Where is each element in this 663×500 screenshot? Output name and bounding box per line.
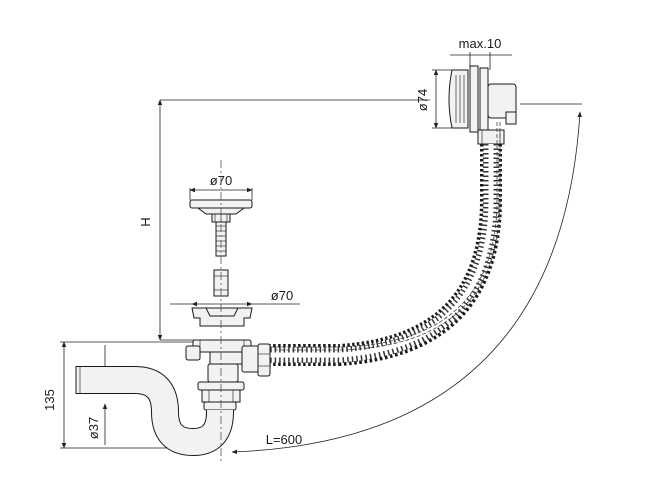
overflow-head: max.10 ø74	[415, 36, 517, 145]
height-label: H	[138, 217, 153, 226]
s-trap-pipe	[75, 366, 234, 457]
length-label: L=600	[266, 432, 303, 447]
waste-flange: ø70	[170, 288, 300, 327]
pipe-diameter-label: ø37	[86, 417, 101, 439]
waste-diameter-label: ø70	[271, 288, 293, 303]
overflow-diameter-label: ø74	[415, 89, 430, 111]
trap-height-label: 135	[42, 389, 57, 411]
length-dimension: L=600	[231, 103, 582, 455]
flexible-hose	[262, 122, 502, 366]
trap-body	[185, 339, 271, 411]
pipe-diameter-dimension: ø37	[86, 345, 108, 445]
max-depth-label: max.10	[459, 36, 502, 51]
